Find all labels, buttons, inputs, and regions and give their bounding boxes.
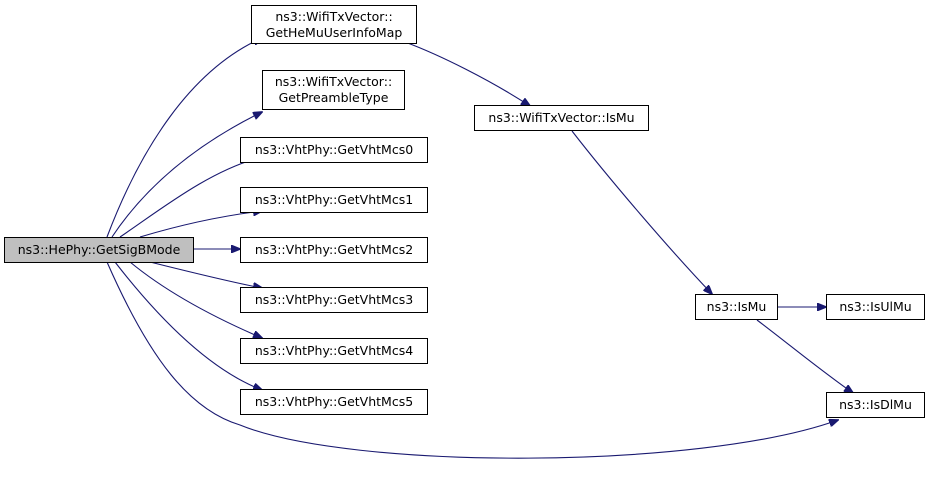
node-vhtphy-getvhtmcs3[interactable]: ns3::VhtPhy::GetVhtMcs3 — [240, 287, 428, 313]
node-label: ns3::VhtPhy::GetVhtMcs3 — [254, 292, 414, 307]
node-hephy-getsigbmode: ns3::HePhy::GetSigBMode — [4, 237, 194, 263]
node-vhtphy-getvhtmcs5[interactable]: ns3::VhtPhy::GetVhtMcs5 — [240, 389, 428, 415]
edge-getsigbmode-getvhtmcs4 — [129, 261, 262, 338]
node-label: ns3::VhtPhy::GetVhtMcs0 — [254, 142, 414, 157]
node-label-line2: GetHeMuUserInfoMap — [265, 24, 403, 40]
edge-ismu-isdlmu — [756, 319, 853, 393]
node-label: ns3::IsUlMu — [839, 299, 912, 314]
node-isulmu[interactable]: ns3::IsUlMu — [826, 294, 925, 320]
node-label: ns3::VhtPhy::GetVhtMcs5 — [254, 394, 414, 409]
edge-getsigbmode-getvhtmcs3 — [149, 261, 262, 288]
edge-getsigbmode-getheмuuserinfomap — [106, 38, 262, 238]
node-vhtphy-getvhtmcs1[interactable]: ns3::VhtPhy::GetVhtMcs1 — [240, 187, 428, 213]
node-isdlmu[interactable]: ns3::IsDlMu — [826, 392, 925, 418]
node-label: ns3::HePhy::GetSigBMode — [17, 242, 181, 257]
edge-getsigbmode-getvhtmcs1 — [139, 211, 262, 238]
edge-getheмuuserinfomap-wifiismu — [404, 41, 530, 106]
edge-getsigbmode-getvhtmcs5 — [114, 261, 262, 390]
node-label: ns3::IsDlMu — [839, 397, 912, 412]
edge-getsigbmode-isdlmu — [106, 261, 838, 459]
edge-getsigbmode-getpreambletype — [111, 112, 262, 238]
node-vhtphy-getvhtmcs2[interactable]: ns3::VhtPhy::GetVhtMcs2 — [240, 237, 428, 263]
node-wifitxvector-ismu[interactable]: ns3::WifiTxVector::IsMu — [474, 105, 649, 131]
node-label: ns3::WifiTxVector::IsMu — [488, 110, 635, 125]
node-label: ns3::IsMu — [706, 299, 767, 314]
node-ismu[interactable]: ns3::IsMu — [695, 294, 778, 320]
node-label-line2: GetPreambleType — [278, 90, 389, 105]
node-wifitxvector-getheмuuserinfomap[interactable]: ns3::WifiTxVector:: GetHeMuUserInfoMap — [251, 5, 417, 44]
node-label-line1: ns3::WifiTxVector:: — [274, 74, 393, 89]
node-label: ns3::VhtPhy::GetVhtMcs4 — [254, 343, 414, 358]
edge-wifiismu-ismu — [571, 130, 712, 294]
node-vhtphy-getvhtmcs4[interactable]: ns3::VhtPhy::GetVhtMcs4 — [240, 338, 428, 364]
node-label-line1: ns3::WifiTxVector:: — [275, 8, 393, 24]
node-label: ns3::VhtPhy::GetVhtMcs1 — [254, 192, 414, 207]
node-wifitxvector-getpreambletype[interactable]: ns3::WifiTxVector:: GetPreambleType — [262, 70, 405, 110]
node-vhtphy-getvhtmcs0[interactable]: ns3::VhtPhy::GetVhtMcs0 — [240, 137, 428, 163]
node-label: ns3::VhtPhy::GetVhtMcs2 — [254, 242, 414, 257]
